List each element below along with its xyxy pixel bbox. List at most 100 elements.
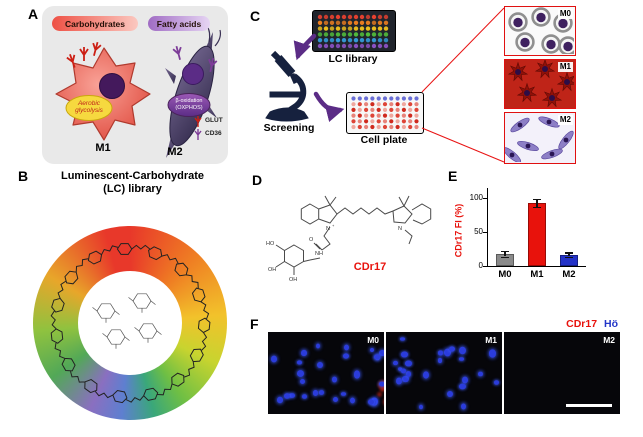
well-dot <box>395 107 400 112</box>
well-dot <box>408 124 413 130</box>
well-dot <box>323 14 329 20</box>
well-dot <box>376 102 381 107</box>
well-dot <box>347 14 353 20</box>
nucleus-dot <box>400 337 405 342</box>
cdr17-signal <box>379 386 384 393</box>
glut-icon <box>92 41 102 56</box>
well-dot <box>335 26 341 31</box>
well-dot <box>353 20 359 25</box>
well-dot <box>383 20 389 25</box>
well-dot <box>317 43 323 49</box>
well-dot <box>341 26 347 31</box>
nucleus-dot <box>461 376 468 383</box>
well-dot <box>401 113 406 118</box>
m1-label: M1 <box>95 142 111 154</box>
well-dot <box>370 119 375 124</box>
well-dot <box>408 96 413 101</box>
well-dot <box>364 107 369 112</box>
well-dot <box>351 107 356 112</box>
error-cap <box>533 207 541 209</box>
nucleus-dot <box>405 370 412 377</box>
nucleus-dot <box>488 349 496 358</box>
stain-legend: CDr17 Hö <box>458 318 618 330</box>
well-dot <box>382 124 388 130</box>
x-tick-label: M1 <box>530 269 544 280</box>
cd36-icon <box>208 57 218 73</box>
nucleus-dot <box>300 378 306 384</box>
well-dot <box>357 102 362 107</box>
well-dot <box>414 124 419 130</box>
well-dot <box>341 38 347 43</box>
well-dot <box>329 32 335 37</box>
well-dot <box>377 20 383 25</box>
well-dot <box>365 20 371 25</box>
well-dot <box>401 96 406 101</box>
well-dot <box>341 20 347 25</box>
zoom-line-bottom <box>421 127 505 163</box>
glut-legend-label: GLUT <box>205 117 223 124</box>
well-dot <box>351 113 356 118</box>
x-tick-label: M0 <box>498 269 512 280</box>
well-dot <box>359 32 365 37</box>
well-dot <box>359 26 365 31</box>
well-dot <box>401 102 406 107</box>
inset-m0: M0 <box>504 6 576 56</box>
m2-nucleus <box>509 152 515 158</box>
nucleus-dot <box>448 346 455 352</box>
nucleus-dot <box>478 371 483 377</box>
well-dot <box>365 26 371 31</box>
m2-label: M2 <box>167 146 183 158</box>
well-dot <box>335 32 341 37</box>
well-dot <box>408 107 413 112</box>
cell-plate-label: Cell plate <box>360 134 408 146</box>
error-bar <box>504 251 506 257</box>
panel-a: Carbohydrates Fatty acids Aerobic glycol… <box>42 6 228 164</box>
nucleus-dot <box>393 361 398 366</box>
nucleus-dot <box>312 390 319 396</box>
well-dot <box>353 38 359 43</box>
well-dot <box>351 96 356 101</box>
nucleus-dot <box>398 367 403 372</box>
well-dot <box>377 32 383 37</box>
well-dot <box>389 102 394 107</box>
m0-nucleus <box>546 39 556 50</box>
well-dot <box>408 102 413 107</box>
y-tick-mark <box>483 266 488 267</box>
panel-b-label: B <box>18 168 29 184</box>
m0-nucleus <box>563 41 573 52</box>
well-dot <box>395 124 400 130</box>
well-dot <box>401 107 406 112</box>
cd36-legend-icon <box>194 129 202 140</box>
well-dot <box>364 119 369 124</box>
nucleus-dot <box>437 350 444 356</box>
nucleus-dot <box>283 393 290 399</box>
well-dot <box>371 32 377 37</box>
error-cap <box>533 198 541 201</box>
y-tick-label: 50 <box>474 227 483 237</box>
well-dot <box>382 113 388 118</box>
m1-nucleus <box>524 90 530 96</box>
inset-cells-m2 <box>505 116 574 162</box>
glut-icon <box>66 54 76 68</box>
well-dot <box>383 14 389 20</box>
error-cap <box>565 256 573 258</box>
nucleus-dot <box>319 389 324 395</box>
m1-nucleus <box>549 95 555 101</box>
error-cap <box>501 256 509 258</box>
atom-oh2: OH <box>289 277 297 283</box>
inset-cells-m1 <box>507 60 574 107</box>
well-dot <box>347 38 353 43</box>
well-dot <box>377 26 383 31</box>
nucleus-dot <box>379 350 384 357</box>
well-dot <box>365 43 371 49</box>
nucleus-dot <box>458 346 466 355</box>
nucleus-dot <box>353 370 361 379</box>
atom-oh1: OH <box>268 267 276 273</box>
well-dot <box>377 14 383 20</box>
well-dot <box>351 124 356 130</box>
lc-plate-wells <box>317 14 389 49</box>
well-dot <box>383 26 389 31</box>
nucleus-dot <box>332 397 339 403</box>
well-dot <box>353 43 359 49</box>
